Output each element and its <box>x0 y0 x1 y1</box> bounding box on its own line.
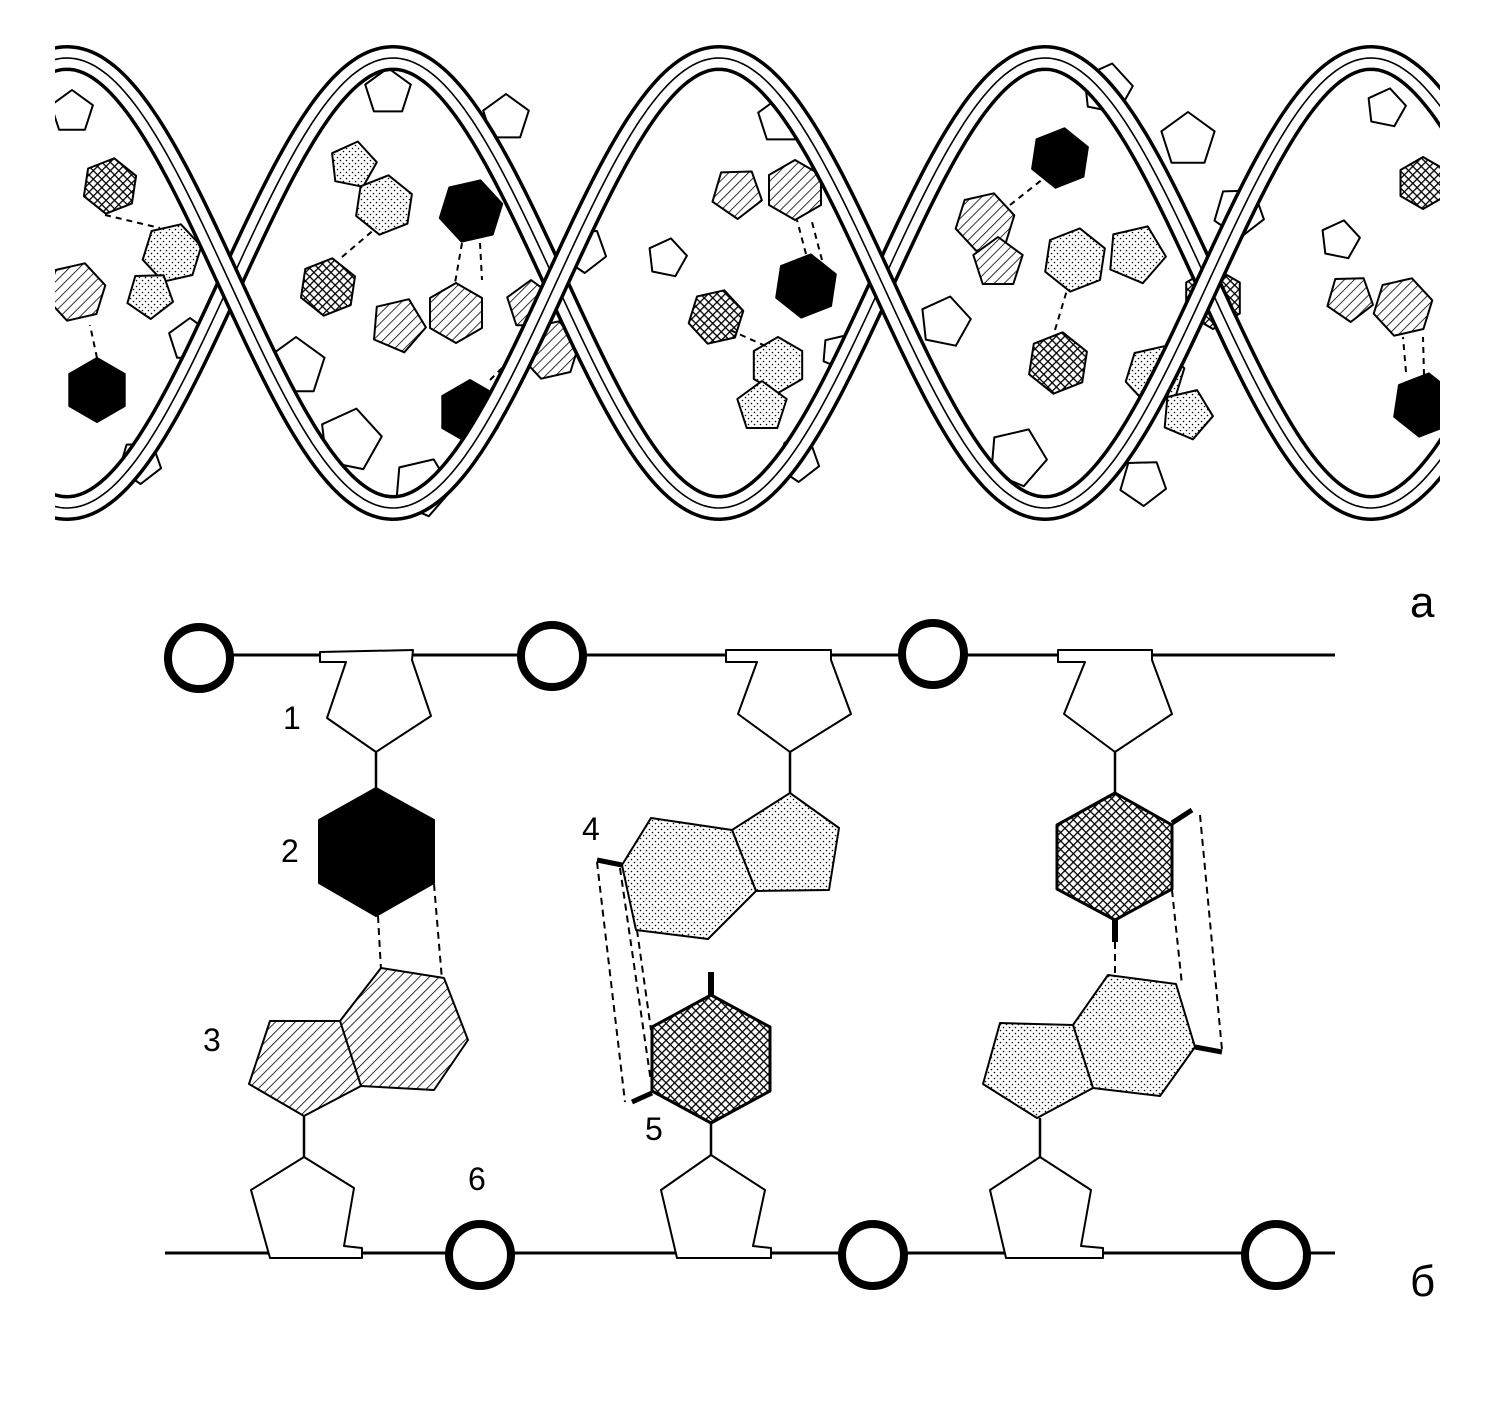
helix-base-shape <box>1109 225 1167 285</box>
base-pair-1 <box>248 649 469 1259</box>
part-label-5: 5 <box>645 1111 663 1147</box>
helix-base-shape <box>373 298 427 354</box>
helix-base-shape <box>1372 277 1434 337</box>
phosphate-circle <box>1241 1220 1311 1290</box>
helix-base-shape <box>711 170 763 220</box>
helix-base-shape <box>775 253 837 319</box>
amino-stub <box>596 857 623 868</box>
helix-base-shape <box>429 282 483 344</box>
base-pair-3 <box>982 649 1223 1259</box>
part-label-6: 6 <box>468 1161 486 1197</box>
hydrogen-bonds <box>377 883 443 981</box>
helix-base-shape <box>1367 87 1407 128</box>
helix-base-shape <box>438 179 504 243</box>
helix-base-shape <box>1028 331 1088 395</box>
helix-base-shape <box>1393 372 1440 438</box>
helix-base-shape <box>1399 156 1440 210</box>
sugar-pentagon <box>250 1156 363 1259</box>
helix-base-shape <box>355 174 413 236</box>
part-label-1: 1 <box>283 700 301 736</box>
purine-dotted-hexagon <box>1072 974 1196 1097</box>
helix-hydrogen-bond <box>1422 336 1425 376</box>
helix-base-shape <box>1031 127 1089 189</box>
purine-dotted-pentagon <box>982 1022 1094 1119</box>
helix-hydrogen-bond <box>479 242 483 281</box>
sugar-pentagon <box>725 649 852 753</box>
helix-base-shape <box>736 380 788 429</box>
pyrimidine-black-hexagon <box>318 787 435 917</box>
helix-base-shape <box>82 157 138 215</box>
helix-hydrogen-bond <box>811 221 823 261</box>
helix-base-shape <box>1160 111 1216 164</box>
pyrimidine-crosshatch-hexagon <box>1055 791 1174 922</box>
phosphate-groups <box>164 619 1311 1290</box>
helix-base-shape <box>972 236 1024 285</box>
helix-base-shape <box>482 93 530 139</box>
hydrogen-bonds <box>596 861 652 1103</box>
helix-base-shape <box>1163 389 1214 441</box>
helix-base-shape <box>1321 219 1361 260</box>
base-pair-2 <box>596 649 852 1259</box>
sugar-pentagon <box>989 1156 1104 1259</box>
helix-strands <box>55 44 1440 522</box>
helix-base-shape <box>1326 277 1374 323</box>
sugar-pentagon <box>1057 649 1173 753</box>
helix-base-pairs <box>55 62 1440 518</box>
purine-dotted-pentagon <box>731 792 840 892</box>
helix-base-shape <box>55 262 107 322</box>
carbonyl-stub <box>630 1090 654 1105</box>
helix-strand-groove <box>55 57 1440 509</box>
panel-a-label: а <box>1410 578 1435 627</box>
helix-strand-1 <box>55 44 1440 522</box>
helix-base-shape <box>126 274 174 320</box>
hydrogen-bonds <box>1114 814 1223 1051</box>
helix-hydrogen-bond <box>454 242 463 284</box>
panel-b-label: б <box>1410 1257 1435 1306</box>
helix-hydrogen-bond <box>729 329 771 349</box>
helix-hydrogen-bond <box>89 324 98 359</box>
helix-base-shape <box>300 257 356 317</box>
helix-hydrogen-bond <box>1009 174 1049 206</box>
helix-strand-groove <box>55 57 1440 509</box>
helix-base-shape <box>1044 227 1106 293</box>
pyrimidine-crosshatch-hexagon <box>650 993 772 1125</box>
phosphate-circle <box>838 1220 908 1290</box>
phosphate-circle <box>445 1220 515 1290</box>
helix-hydrogen-bond <box>1054 289 1068 331</box>
helix-base-shape <box>687 289 745 345</box>
panel-a-helix <box>55 44 1440 522</box>
helix-strand-2 <box>55 44 1440 522</box>
sugar-pentagon <box>319 649 432 753</box>
helix-strand-fill <box>55 48 1440 518</box>
phosphate-circle <box>164 623 234 693</box>
helix-hydrogen-bond <box>1402 336 1407 373</box>
helix-hydrogen-bond <box>796 219 807 255</box>
amino-stub <box>1194 1044 1223 1055</box>
helix-base-shape <box>954 192 1016 252</box>
carbonyl-stub <box>1170 807 1194 826</box>
helix-base-shape <box>648 237 688 278</box>
helix-base-shape <box>921 295 972 347</box>
helix-hydrogen-bond <box>104 214 161 229</box>
helix-base-shape <box>364 67 412 113</box>
phosphate-circle <box>898 619 968 689</box>
part-label-2: 2 <box>281 833 299 869</box>
helix-hydrogen-bond <box>341 227 377 258</box>
purine-hatched-hexagon <box>339 967 469 1091</box>
sugar-pentagon <box>660 1154 772 1259</box>
part-label-4: 4 <box>582 811 600 847</box>
phosphate-circle <box>517 621 587 691</box>
helix-base-shape <box>331 140 378 188</box>
helix-base-shape <box>68 357 126 423</box>
helix-strand-fill <box>55 48 1440 518</box>
helix-base-shape <box>55 89 94 131</box>
purine-hatched-pentagon <box>248 1020 362 1117</box>
helix-base-shape <box>1119 461 1167 507</box>
purine-dotted-hexagon <box>621 817 757 940</box>
panel-b-scheme <box>164 619 1335 1290</box>
part-label-3: 3 <box>203 1022 221 1058</box>
